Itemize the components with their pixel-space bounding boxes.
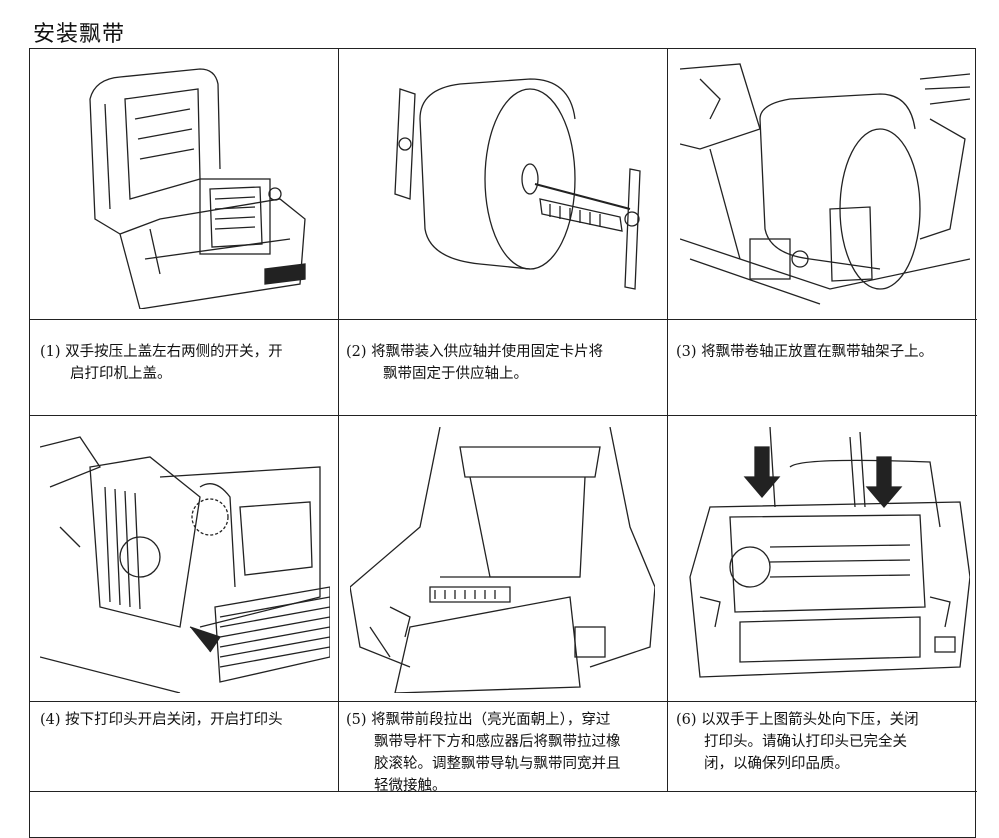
- step2-illustration: [360, 59, 650, 309]
- column-divider: [338, 49, 339, 791]
- caption-line: (3) 将飘带卷轴正放置在飘带轴架子上。: [676, 344, 934, 360]
- caption-line: 闭，以确保列印品质。: [704, 756, 849, 772]
- caption-line: (2) 将飘带装入供应轴并使用固定卡片将: [346, 344, 604, 360]
- caption-line: 启打印机上盖。: [70, 366, 172, 382]
- step1-caption: (1) 双手按压上盖左右两侧的开关，开 启打印机上盖。: [40, 341, 330, 385]
- row-divider: [30, 319, 977, 320]
- caption-line: (1) 双手按压上盖左右两侧的开关，开: [40, 344, 283, 360]
- page-title: 安装飘带: [33, 22, 126, 47]
- step5-caption: (5) 将飘带前段拉出（亮光面朝上），穿过 飘带导杆下方和感应器后将飘带拉过橡 …: [346, 709, 661, 797]
- caption-line: 飘带导杆下方和感应器后将飘带拉过橡: [374, 734, 621, 750]
- caption-line: (5) 将飘带前段拉出（亮光面朝上），穿过: [346, 712, 611, 728]
- step4-caption: (4) 按下打印头开启关闭，开启打印头: [40, 709, 330, 731]
- caption-line: 飘带固定于供应轴上。: [383, 366, 528, 382]
- row-divider: [30, 415, 977, 416]
- column-divider: [667, 49, 668, 791]
- step1-illustration: [50, 59, 320, 309]
- caption-line: 胶滚轮。调整飘带导轨与飘带同宽并且: [374, 756, 621, 772]
- row-divider: [30, 791, 977, 792]
- step6-illustration: [680, 427, 970, 693]
- caption-line: (6) 以双手于上图箭头处向下压，关闭: [676, 712, 919, 728]
- caption-line: 打印头。请确认打印头已完全关: [704, 734, 907, 750]
- row-divider: [30, 701, 977, 702]
- step2-caption: (2) 将飘带装入供应轴并使用固定卡片将 飘带固定于供应轴上。: [346, 341, 661, 385]
- step5-illustration: [350, 427, 655, 693]
- caption-line: 轻微接触。: [374, 778, 447, 794]
- caption-line: (4) 按下打印头开启关闭，开启打印头: [40, 712, 283, 728]
- step3-illustration: [680, 59, 970, 309]
- step6-caption: (6) 以双手于上图箭头处向下压，关闭 打印头。请确认打印头已完全关 闭，以确保…: [676, 709, 976, 775]
- step3-caption: (3) 将飘带卷轴正放置在飘带轴架子上。: [676, 341, 976, 363]
- instruction-grid: (1) 双手按压上盖左右两侧的开关，开 启打印机上盖。 (2) 将飘带装入供应轴…: [29, 48, 977, 838]
- step4-illustration: [40, 427, 330, 693]
